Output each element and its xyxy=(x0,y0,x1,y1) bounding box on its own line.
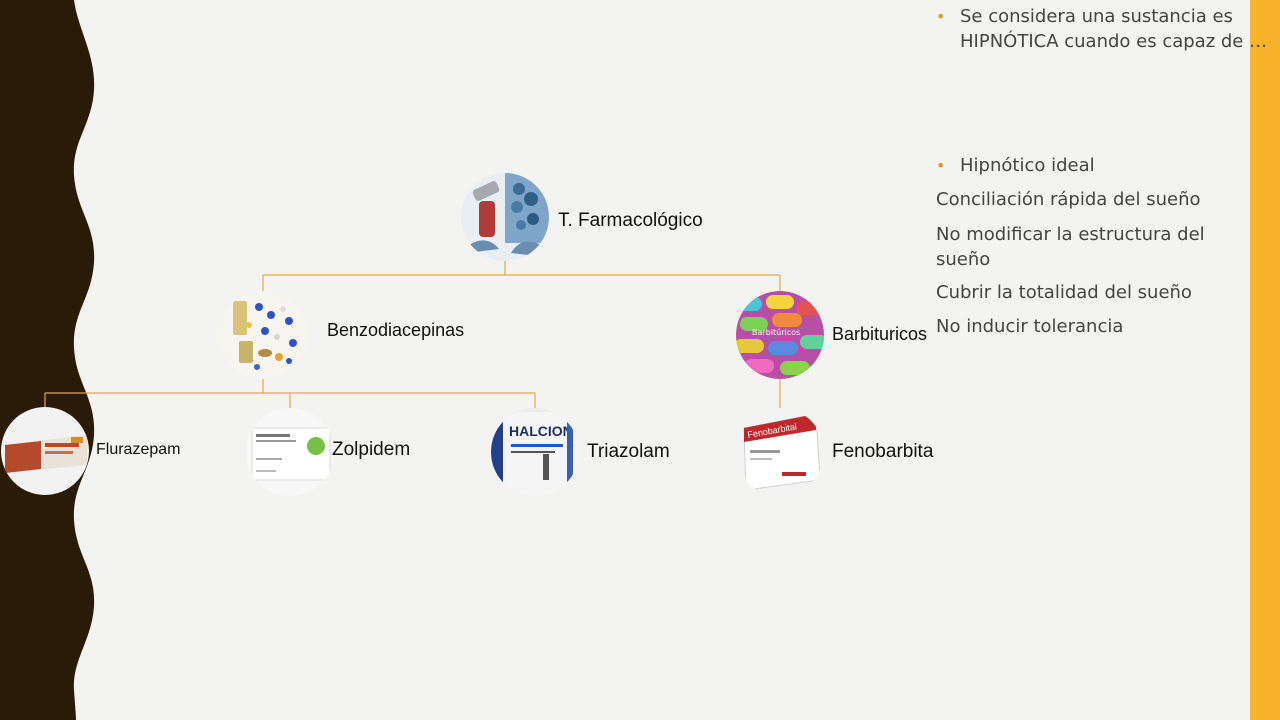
halcion-box-caption: HALCION xyxy=(509,423,573,439)
zolpidem-label: Zolpidem xyxy=(332,439,411,460)
fenobarbita-label: Fenobarbita xyxy=(832,441,934,462)
decorative-wavy-band xyxy=(0,0,95,720)
bullet-hipnotica: Se considera una sustancia es HIPNÓTICA … xyxy=(936,5,1270,54)
capsules-photo-caption: Barbitúricos xyxy=(752,328,800,337)
pills-and-head-photo xyxy=(461,173,549,261)
flurazepam-node-image xyxy=(1,407,89,495)
flurazepam-box-photo xyxy=(1,407,89,495)
item-conciliacion: Conciliación rápida del sueño xyxy=(936,189,1201,210)
accent-bar xyxy=(1250,0,1280,720)
zolpidem-box-photo xyxy=(246,408,334,496)
triazolam-label: Triazolam xyxy=(587,441,670,462)
item-totalidad: Cubrir la totalidad del sueño xyxy=(936,282,1192,303)
halcion-box-photo: HALCION xyxy=(491,408,579,496)
barbituricos-label: Barbituricos xyxy=(832,324,928,344)
benzodiacepinas-label: Benzodiacepinas xyxy=(327,320,465,340)
fenobarbita-node-image: Fenobarbital xyxy=(736,408,824,496)
fenobarbital-box-photo: Fenobarbital xyxy=(736,408,824,496)
item-tolerancia: No inducir tolerancia xyxy=(936,316,1124,337)
triazolam-node-image: HALCION xyxy=(491,408,579,496)
bullet-hipnotico-ideal: Hipnótico ideal xyxy=(936,154,1270,179)
flurazepam-label: Flurazepam xyxy=(96,441,181,458)
item-estructura: No modificar la estructura del sueño xyxy=(936,224,1205,270)
root-node-image xyxy=(461,173,549,261)
barbituricos-node-image: Barbitúricos xyxy=(736,291,824,379)
colorful-capsules-photo: Barbitúricos xyxy=(736,291,824,379)
zolpidem-node-image xyxy=(246,408,334,496)
benzodiacepinas-node-image xyxy=(219,291,307,379)
scattered-pills-photo xyxy=(219,291,307,379)
root-node-label: T. Farmacológico xyxy=(558,210,703,231)
